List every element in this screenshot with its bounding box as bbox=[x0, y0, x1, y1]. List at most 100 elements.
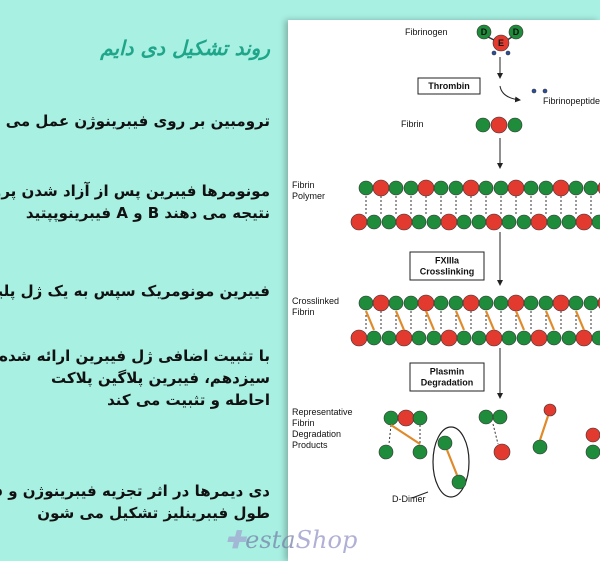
product-d-domain bbox=[585, 444, 600, 460]
degradation-box-label: Degradation bbox=[421, 378, 474, 388]
product-e-domain bbox=[543, 403, 557, 417]
crosslinked-bottom-d-domain bbox=[546, 330, 562, 346]
polymer-top-d-domain bbox=[448, 180, 464, 196]
paragraph-5-line: دی دیمرها در اثر تجزیه فیبرینوژن و ف bbox=[0, 482, 270, 500]
crosslinked-bottom-d-domain bbox=[366, 330, 382, 346]
crosslinked-top-d-domain bbox=[523, 295, 539, 311]
polymer-bottom-d-domain bbox=[591, 214, 600, 230]
polymer-bottom-d-domain bbox=[426, 214, 442, 230]
fibrinopeptide-dot bbox=[505, 50, 511, 56]
polymer-top-d-domain bbox=[478, 180, 494, 196]
polymer-top-d-domain bbox=[358, 180, 374, 196]
polymer-top-d-domain bbox=[538, 180, 554, 196]
crosslink bbox=[445, 449, 459, 476]
crosslink bbox=[538, 415, 550, 441]
polymer-bottom-e-domain bbox=[530, 213, 548, 231]
crosslink bbox=[484, 310, 496, 331]
crosslinked-top-d-domain bbox=[403, 295, 419, 311]
product-d-domain bbox=[478, 409, 494, 425]
crosslinked-top-d-domain bbox=[358, 295, 374, 311]
crosslink bbox=[390, 424, 421, 445]
crosslinked-top-e-domain bbox=[372, 294, 390, 312]
polymer-bottom-e-domain bbox=[395, 213, 413, 231]
crosslinked-bottom-e-domain bbox=[350, 329, 368, 347]
d-dimer-d-domain bbox=[451, 474, 467, 490]
polymer-top-d-domain bbox=[433, 180, 449, 196]
crosslinked-bottom-d-domain bbox=[381, 330, 397, 346]
crosslinking-box bbox=[409, 251, 485, 281]
d-dimer-d-domain bbox=[437, 435, 453, 451]
product-e-domain bbox=[397, 409, 415, 427]
polymer-bottom-d-domain bbox=[501, 214, 517, 230]
crosslinked-top-e-domain bbox=[552, 294, 570, 312]
polymer-top-e-domain bbox=[507, 179, 525, 197]
product-bond bbox=[388, 424, 392, 445]
polymer-bottom-d-domain bbox=[471, 214, 487, 230]
paragraph-3: فیبرین مونومریک سپس به یک ژل پلیمر bbox=[0, 280, 270, 302]
polymer-bottom-d-domain bbox=[366, 214, 382, 230]
fibrinopeptide-release-arrow bbox=[499, 85, 521, 103]
e-letter: E bbox=[498, 38, 504, 48]
product-d-domain bbox=[412, 410, 428, 426]
crosslink bbox=[394, 310, 406, 331]
label-degradation-products: Fibrin bbox=[292, 418, 315, 428]
fibrin-d-domain bbox=[507, 117, 523, 133]
crosslinked-bottom-d-domain bbox=[516, 330, 532, 346]
crosslink bbox=[454, 310, 466, 331]
polymer-bottom-d-domain bbox=[561, 214, 577, 230]
polymer-top-d-domain bbox=[493, 180, 509, 196]
polymer-top-d-domain bbox=[568, 180, 584, 196]
polymer-top-e-domain bbox=[372, 179, 390, 197]
crosslinked-bottom-d-domain bbox=[561, 330, 577, 346]
paragraph-2-line: نتیجه می دهند B و A فیبرینوپپتید bbox=[25, 204, 270, 222]
crosslink bbox=[424, 310, 436, 331]
polymer-top-d-domain bbox=[388, 180, 404, 196]
product-d-domain bbox=[412, 444, 428, 460]
crosslink bbox=[514, 310, 526, 331]
crosslinked-top-d-domain bbox=[583, 295, 599, 311]
fibrinopeptide-dot bbox=[531, 88, 537, 94]
polymer-top-e-domain bbox=[552, 179, 570, 197]
polymer-top-e-domain bbox=[417, 179, 435, 197]
label-crosslinked-fibrin: Fibrin bbox=[292, 307, 315, 317]
crosslinked-top-d-domain bbox=[388, 295, 404, 311]
polymer-top-d-domain bbox=[583, 180, 599, 196]
crosslinked-bottom-d-domain bbox=[426, 330, 442, 346]
thrombin-box-label: Thrombin bbox=[428, 81, 470, 91]
crosslinked-top-d-domain bbox=[538, 295, 554, 311]
crosslinked-bottom-e-domain bbox=[575, 329, 593, 347]
crosslinked-bottom-d-domain bbox=[591, 330, 600, 346]
polymer-top-d-domain bbox=[403, 180, 419, 196]
d-letter: D bbox=[481, 27, 488, 37]
crosslinked-top-e-domain bbox=[507, 294, 525, 312]
paragraph-2-line: مونومرها فیبرین پس از آزاد شدن پرو bbox=[0, 182, 270, 200]
polymer-bottom-d-domain bbox=[516, 214, 532, 230]
paragraph-2: مونومرها فیبرین پس از آزاد شدن پرو نتیجه … bbox=[0, 180, 270, 224]
crosslinking-box-label: FXIIIa bbox=[435, 256, 460, 266]
thrombin-box bbox=[417, 77, 481, 95]
product-e-domain bbox=[493, 443, 511, 461]
crosslinked-top-d-domain bbox=[478, 295, 494, 311]
label-crosslinked-fibrin: Crosslinked bbox=[292, 296, 339, 306]
polymer-bottom-e-domain bbox=[575, 213, 593, 231]
paragraph-1: ترومبین بر روی فیبرینوژن عمل می bbox=[0, 110, 270, 132]
d-dimer-outline bbox=[432, 426, 470, 498]
paragraph-4-line: با تثبیت اضافی ژل فیبرین ارائه شده تو bbox=[0, 347, 270, 365]
product-d-domain bbox=[492, 409, 508, 425]
polymer-bottom-d-domain bbox=[546, 214, 562, 230]
paragraph-3-line: فیبرین مونومریک سپس به یک ژل پلیمر bbox=[0, 282, 270, 300]
fibrinogen-d-domain bbox=[508, 24, 524, 40]
polymer-bottom-d-domain bbox=[456, 214, 472, 230]
crosslinked-bottom-e-domain bbox=[530, 329, 548, 347]
fibrin-d-domain bbox=[475, 117, 491, 133]
paragraph-4-line: سیزدهم، فیبرین پلاگین پلاکت bbox=[51, 369, 270, 387]
label-fibrin-polymer: Fibrin bbox=[292, 180, 315, 190]
fibrinogen-e-domain bbox=[492, 34, 510, 52]
crosslinked-bottom-d-domain bbox=[471, 330, 487, 346]
polymer-bottom-d-domain bbox=[381, 214, 397, 230]
crosslinked-bottom-d-domain bbox=[501, 330, 517, 346]
polymer-bottom-e-domain bbox=[350, 213, 368, 231]
fibrinopeptide-dot bbox=[542, 88, 548, 94]
